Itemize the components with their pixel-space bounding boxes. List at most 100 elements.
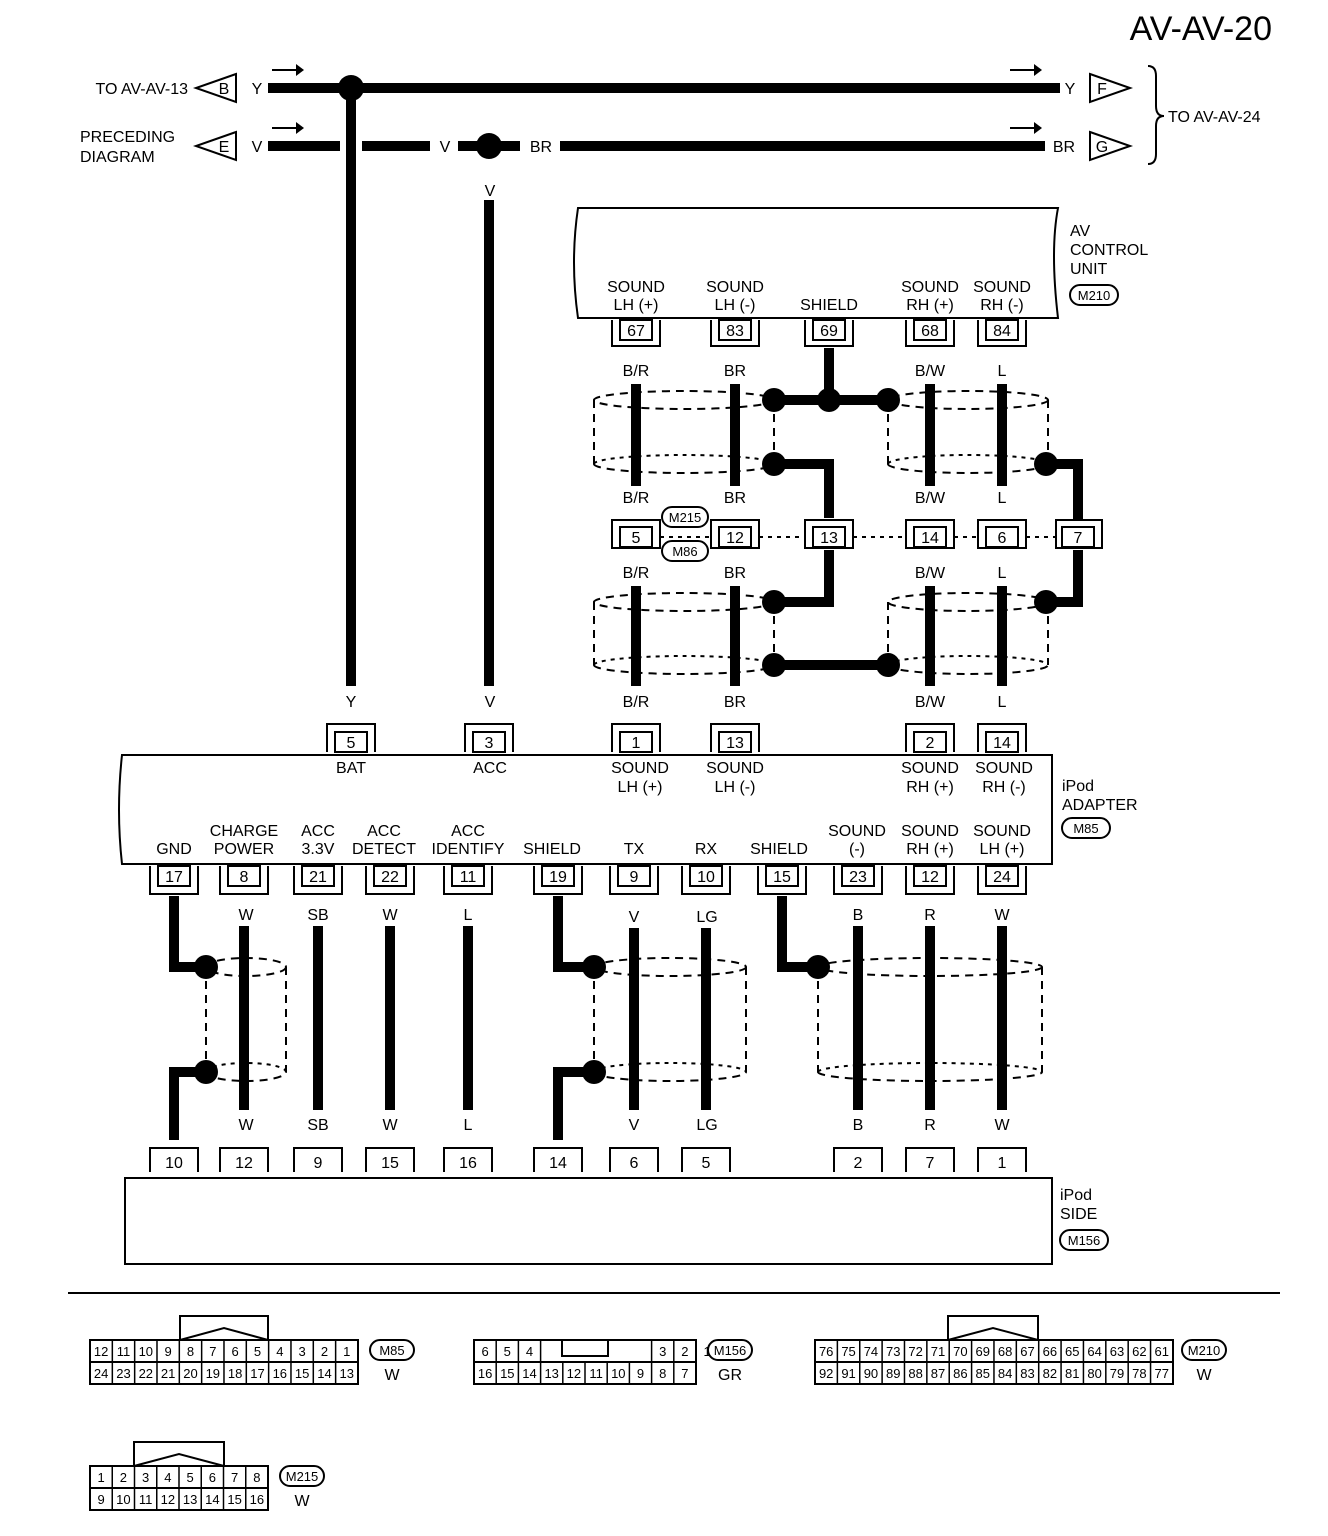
av-pin-label: SOUND bbox=[607, 279, 665, 296]
svg-text:7: 7 bbox=[926, 1155, 935, 1172]
top-bus bbox=[192, 64, 1165, 165]
wire-color: L bbox=[998, 694, 1007, 711]
svg-text:M215: M215 bbox=[286, 1469, 319, 1484]
lower-wires bbox=[169, 896, 1043, 1140]
wire-color: B/R bbox=[623, 694, 650, 711]
svg-text:W: W bbox=[294, 1493, 310, 1510]
wire-color-y: Y bbox=[346, 694, 357, 711]
connector-cell-label: 5 bbox=[504, 1344, 511, 1359]
connector-cell-label: 90 bbox=[864, 1366, 878, 1381]
connector-cell-label: 7 bbox=[681, 1366, 688, 1381]
ipod-adapter-name: iPod bbox=[1062, 778, 1094, 795]
connector-cell-label: 76 bbox=[819, 1344, 833, 1359]
connector-cell-label: 1 bbox=[98, 1470, 105, 1485]
wire-color-v: V bbox=[485, 694, 496, 711]
page-id: AV-AV-20 bbox=[1130, 10, 1272, 48]
wire-color: B/W bbox=[915, 363, 946, 380]
connector-cell-label: 10 bbox=[611, 1366, 625, 1381]
svg-text:14: 14 bbox=[549, 1155, 567, 1172]
ipod-side-connector: M156 bbox=[1068, 1233, 1101, 1248]
connector-cell-label: 16 bbox=[250, 1492, 264, 1507]
connector-cell-label: 11 bbox=[117, 1344, 131, 1359]
av-control-unit-connector: M210 bbox=[1078, 288, 1111, 303]
wire-color-y: Y bbox=[252, 81, 263, 98]
connector-cell-label: 15 bbox=[227, 1492, 241, 1507]
adapter-top-pin: 14 bbox=[993, 735, 1011, 752]
svg-text:1: 1 bbox=[998, 1155, 1007, 1172]
connector-cell-label: 12 bbox=[567, 1366, 581, 1381]
svg-text:L: L bbox=[464, 907, 473, 924]
connector-cell-label: 63 bbox=[1110, 1344, 1124, 1359]
svg-text:L: L bbox=[464, 1117, 473, 1134]
adapter-top-label: ACC bbox=[473, 760, 507, 777]
svg-text:LG: LG bbox=[696, 909, 717, 926]
offpage-f: F bbox=[1097, 81, 1107, 98]
av-control-unit-name: CONTROL bbox=[1070, 242, 1148, 259]
connector-cell-label: 13 bbox=[544, 1366, 558, 1381]
connector-cell-label: 65 bbox=[1065, 1344, 1079, 1359]
connector-cell-label: 80 bbox=[1087, 1366, 1101, 1381]
offpage-label-av-av-24: TO AV-AV-24 bbox=[1168, 109, 1261, 126]
svg-text:M156: M156 bbox=[714, 1343, 747, 1358]
svg-text:24: 24 bbox=[993, 869, 1011, 886]
connector-cell-label: 79 bbox=[1110, 1366, 1124, 1381]
connector-cell-label: 78 bbox=[1132, 1366, 1146, 1381]
joint-connector-id: M86 bbox=[672, 544, 697, 559]
connector-cell-label: 69 bbox=[976, 1344, 990, 1359]
connector-cell-label: 8 bbox=[253, 1470, 260, 1485]
svg-text:W: W bbox=[238, 907, 254, 924]
svg-text:V: V bbox=[629, 909, 640, 926]
svg-text:SB: SB bbox=[307, 907, 328, 924]
wire-color-v: V bbox=[440, 139, 451, 156]
adapter-top-label: RH (+) bbox=[906, 779, 954, 796]
av-control-unit-box bbox=[573, 207, 1060, 319]
connector-cell-label: 9 bbox=[165, 1344, 172, 1359]
svg-text:M85: M85 bbox=[379, 1343, 404, 1358]
svg-text:8: 8 bbox=[240, 869, 249, 886]
connector-cell-label: 83 bbox=[1020, 1366, 1034, 1381]
connector-cell-label: 16 bbox=[478, 1366, 492, 1381]
svg-text:W: W bbox=[238, 1117, 254, 1134]
connector-cell-label: 7 bbox=[231, 1470, 238, 1485]
svg-text:W: W bbox=[994, 1117, 1010, 1134]
connector-cell-label: 8 bbox=[659, 1366, 666, 1381]
connector-cell-label: 84 bbox=[998, 1366, 1012, 1381]
connector-cell-label: 81 bbox=[1065, 1366, 1079, 1381]
connector-cell-label: 77 bbox=[1155, 1366, 1169, 1381]
connector-cell-label: 7 bbox=[209, 1344, 216, 1359]
connector-cell-label: 10 bbox=[139, 1344, 153, 1359]
connector-cell-label: 3 bbox=[659, 1344, 666, 1359]
av-pin-label: RH (+) bbox=[906, 297, 954, 314]
av-pin-label: SHIELD bbox=[800, 297, 858, 314]
connector-cell-label: 4 bbox=[276, 1344, 283, 1359]
connector-cell-label: 74 bbox=[864, 1344, 878, 1359]
connector-cell-label: 1 bbox=[343, 1344, 350, 1359]
ipod-side-box: 10 12 9 15 16 14 6 5 2 7 1 bbox=[124, 1147, 1053, 1265]
av-pin-number: 69 bbox=[820, 323, 838, 340]
svg-text:M210: M210 bbox=[1188, 1343, 1221, 1358]
svg-text:RX: RX bbox=[695, 841, 718, 858]
svg-text:LH (+): LH (+) bbox=[980, 841, 1025, 858]
joint-connector-id: M215 bbox=[669, 510, 702, 525]
svg-text:15: 15 bbox=[381, 1155, 399, 1172]
adapter-top-label: LH (-) bbox=[715, 779, 756, 796]
connector-cell-label: 72 bbox=[908, 1344, 922, 1359]
svg-text:19: 19 bbox=[549, 869, 567, 886]
connector-cell-label: 15 bbox=[295, 1366, 309, 1381]
wire-color: L bbox=[998, 565, 1007, 582]
av-pin-boxes bbox=[611, 319, 1027, 347]
connector-cell-label: 2 bbox=[681, 1344, 688, 1359]
connector-cell-label: 20 bbox=[183, 1366, 197, 1381]
av-pin-number: 67 bbox=[627, 323, 645, 340]
wire-color: B/W bbox=[915, 694, 946, 711]
svg-text:POWER: POWER bbox=[214, 841, 274, 858]
connector-cell-label: 5 bbox=[187, 1470, 194, 1485]
connector-cell-label: 23 bbox=[116, 1366, 130, 1381]
wire-color-br: BR bbox=[530, 139, 552, 156]
adapter-bottom-pins: 17 8 21 22 11 19 9 10 15 23 12 24 bbox=[149, 865, 1027, 895]
svg-text:9: 9 bbox=[630, 869, 639, 886]
svg-text:(-): (-) bbox=[849, 841, 865, 858]
adapter-top-label: SOUND bbox=[975, 760, 1033, 777]
